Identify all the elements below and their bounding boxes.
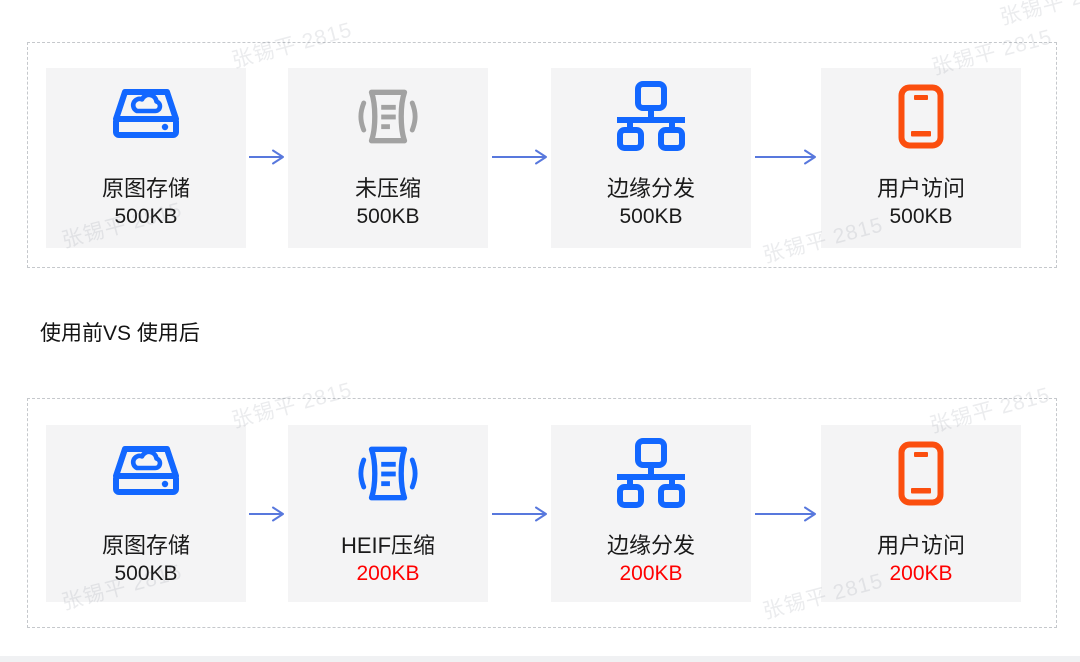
before-step-card-uncompressed: 未压缩 500KB	[288, 68, 488, 248]
step-size: 500KB	[114, 562, 178, 585]
watermark: 张锡平 2815	[997, 0, 1080, 30]
mobile-phone-icon	[821, 73, 1021, 159]
flow-arrow-icon	[249, 149, 284, 165]
after-step-card-heif-compression: HEIF压缩 200KB	[288, 425, 488, 602]
step-label: HEIF压缩	[340, 533, 436, 558]
after-step-card-edge-distribution: 边缘分发 200KB	[551, 425, 751, 602]
flow-arrow-icon	[492, 506, 547, 522]
before-step-card-original-storage: 原图存储 500KB	[46, 68, 246, 248]
before-step-card-user-access: 用户访问 500KB	[821, 68, 1021, 248]
after-step-card-original-storage: 原图存储 500KB	[46, 425, 246, 602]
flow-arrow-icon	[492, 149, 547, 165]
cloud-storage-icon	[46, 73, 246, 159]
step-size: 200KB	[619, 562, 683, 585]
step-label: 原图存储	[101, 176, 190, 201]
network-topology-icon	[551, 430, 751, 516]
step-size: 200KB	[356, 562, 420, 585]
flow-after-panel: 原图存储 500KB HEIF压缩 200KB	[27, 398, 1057, 628]
next-section-edge	[0, 656, 1080, 662]
step-size: 500KB	[889, 205, 953, 228]
step-label: 边缘分发	[606, 176, 695, 201]
step-label: 原图存储	[101, 533, 190, 558]
step-label: 未压缩	[354, 176, 421, 201]
before-step-card-edge-distribution: 边缘分发 500KB	[551, 68, 751, 248]
step-size: 500KB	[356, 205, 420, 228]
step-label: 用户访问	[876, 176, 965, 201]
cloud-storage-icon	[46, 430, 246, 516]
after-step-card-user-access: 用户访问 200KB	[821, 425, 1021, 602]
flow-arrow-icon	[755, 149, 816, 165]
step-size: 500KB	[114, 205, 178, 228]
step-label: 用户访问	[876, 533, 965, 558]
flow-arrow-icon	[249, 506, 284, 522]
step-label: 边缘分发	[606, 533, 695, 558]
network-topology-icon	[551, 73, 751, 159]
mobile-phone-icon	[821, 430, 1021, 516]
flow-before-panel: 原图存储 500KB 未压缩 500KB	[27, 42, 1057, 268]
flow-arrow-icon	[755, 506, 816, 522]
step-size: 200KB	[889, 562, 953, 585]
compress-icon	[288, 73, 488, 159]
step-size: 500KB	[619, 205, 683, 228]
compress-icon	[288, 430, 488, 516]
comparison-heading: 使用前VS 使用后	[40, 322, 200, 345]
